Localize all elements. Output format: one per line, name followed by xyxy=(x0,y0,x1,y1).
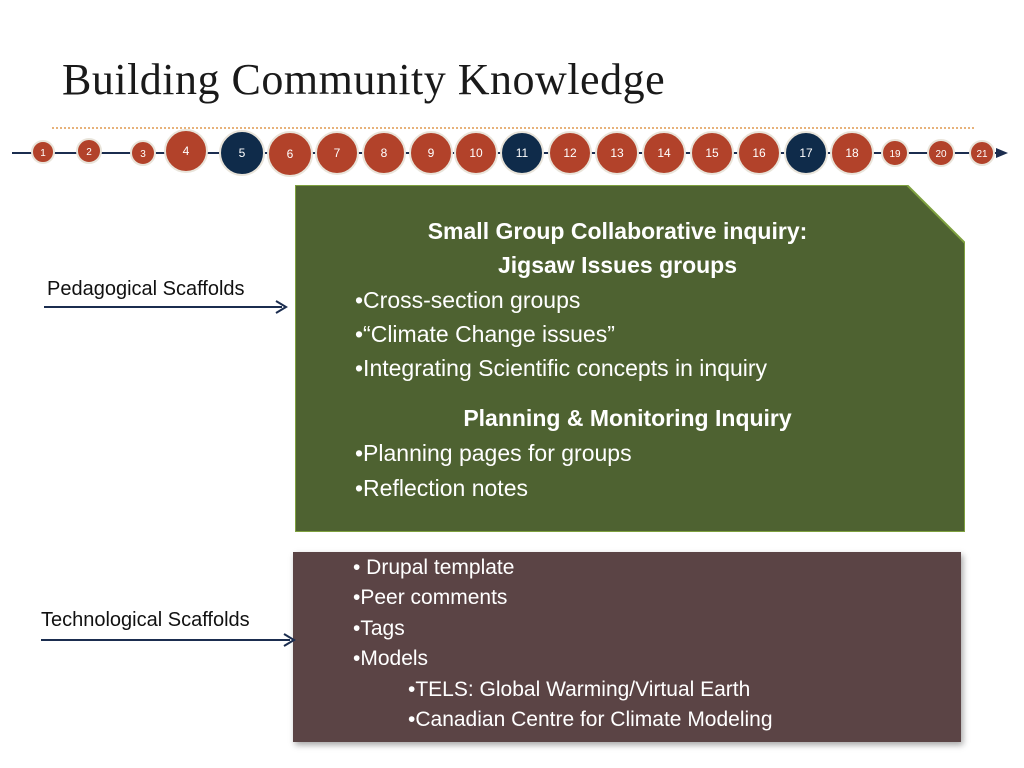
timeline-node-circle xyxy=(500,131,544,175)
bullet-planning-pages: •Planning pages for groups xyxy=(355,440,632,466)
technological-box xyxy=(293,552,961,742)
timeline-node-label: 6 xyxy=(287,147,294,161)
timeline-node-6: 6 xyxy=(267,131,313,177)
bullet-cross-section: •Cross-section groups xyxy=(355,287,581,313)
timeline-node-5: 5 xyxy=(219,130,265,176)
heading-jigsaw: Jigsaw Issues groups xyxy=(497,252,738,278)
timeline-node-19: 19 xyxy=(881,139,909,167)
timeline-node-circle xyxy=(31,140,55,164)
timeline-node-circle xyxy=(690,131,734,175)
item-drupal-template: • Drupal template xyxy=(353,556,515,579)
timeline-node-9: 9 xyxy=(409,131,453,175)
item-models: •Models xyxy=(353,647,429,670)
heading-collaborative: Small Group Collaborative inquiry: xyxy=(427,218,808,244)
timeline-node-circle xyxy=(927,139,955,167)
timeline-node-label: 19 xyxy=(889,149,901,160)
timeline-node-label: 17 xyxy=(799,146,813,160)
technological-content: • Drupal template •Peer comments •Tags •… xyxy=(293,552,961,742)
pedagogical-arrowhead xyxy=(275,300,288,314)
timeline-node-13: 13 xyxy=(595,131,639,175)
timeline-node-14: 14 xyxy=(642,131,686,175)
timeline-node-label: 13 xyxy=(610,146,624,160)
timeline-node-circle xyxy=(164,129,208,173)
timeline-node-circle xyxy=(315,131,359,175)
timeline-node-label: 7 xyxy=(334,146,341,160)
timeline-node-label: 9 xyxy=(428,146,435,160)
timeline-node-circle xyxy=(362,131,406,175)
timeline-node-21: 21 xyxy=(969,140,995,166)
timeline-arrowhead xyxy=(996,148,1008,158)
timeline-node-label: 5 xyxy=(239,146,246,160)
timeline-node-circle xyxy=(548,131,592,175)
timeline-node-10: 10 xyxy=(454,131,498,175)
pedagogical-box xyxy=(295,185,965,532)
timeline-node-circle xyxy=(76,138,102,164)
timeline-node-label: 18 xyxy=(845,146,859,160)
timeline-node-label: 12 xyxy=(563,146,577,160)
timeline-node-label: 3 xyxy=(140,149,146,160)
timeline-node-label: 2 xyxy=(86,147,92,158)
timeline-node-7: 7 xyxy=(315,131,359,175)
timeline-node-circle xyxy=(784,131,828,175)
timeline-node-20: 20 xyxy=(927,139,955,167)
bullet-reflection-notes: •Reflection notes xyxy=(355,475,528,501)
timeline-node-18: 18 xyxy=(830,131,874,175)
bullet-integrating-concepts: •Integrating Scientific concepts in inqu… xyxy=(355,355,768,381)
timeline-node-circle xyxy=(454,131,498,175)
timeline-node-circle xyxy=(642,131,686,175)
timeline-node-12: 12 xyxy=(548,131,592,175)
timeline-node-circle xyxy=(409,131,453,175)
timeline-node-label: 1 xyxy=(40,148,46,159)
timeline-node-label: 8 xyxy=(381,146,388,160)
timeline-node-circle xyxy=(595,131,639,175)
timeline-node-circle xyxy=(737,131,781,175)
timeline-node-label: 16 xyxy=(752,146,766,160)
timeline-node-8: 8 xyxy=(362,131,406,175)
timeline-node-circle xyxy=(969,140,995,166)
heading-planning: Planning & Monitoring Inquiry xyxy=(463,405,792,431)
timeline-node-1: 1 xyxy=(31,140,55,164)
timeline-node-4: 4 xyxy=(164,129,208,173)
bullet-climate-issues: •“Climate Change issues” xyxy=(355,321,615,347)
item-tags: •Tags xyxy=(353,617,405,640)
timeline-node-label: 15 xyxy=(705,146,719,160)
dotted-divider xyxy=(52,127,974,129)
timeline-node-label: 14 xyxy=(657,146,671,160)
timeline-node-label: 20 xyxy=(935,149,947,160)
timeline-node-16: 16 xyxy=(737,131,781,175)
timeline-node-label: 21 xyxy=(976,149,988,160)
item-peer-comments: •Peer comments xyxy=(353,586,508,609)
timeline-node-2: 2 xyxy=(76,138,102,164)
timeline-node-label: 4 xyxy=(183,144,190,158)
timeline-node-circle xyxy=(219,130,265,176)
timeline-node-17: 17 xyxy=(784,131,828,175)
timeline-node-circle xyxy=(267,131,313,177)
pedagogical-content: Small Group Collaborative inquiry: Jigsa… xyxy=(295,185,965,532)
subitem-canadian-centre: •Canadian Centre for Climate Modeling xyxy=(408,708,773,731)
pedagogical-scaffolds-label: Pedagogical Scaffolds xyxy=(47,278,245,300)
slide-title: Building Community Knowledge xyxy=(62,55,666,104)
subitem-tels: •TELS: Global Warming/Virtual Earth xyxy=(408,678,751,701)
timeline-node-circle xyxy=(130,140,156,166)
timeline-node-label: 10 xyxy=(469,146,483,160)
timeline-node-circle xyxy=(830,131,874,175)
technological-scaffolds-label: Technological Scaffolds xyxy=(41,609,250,631)
timeline-node-15: 15 xyxy=(690,131,734,175)
timeline-node-circle xyxy=(881,139,909,167)
timeline-node-3: 3 xyxy=(130,140,156,166)
timeline-node-label: 11 xyxy=(516,146,529,160)
timeline-node-11: 11 xyxy=(500,131,544,175)
